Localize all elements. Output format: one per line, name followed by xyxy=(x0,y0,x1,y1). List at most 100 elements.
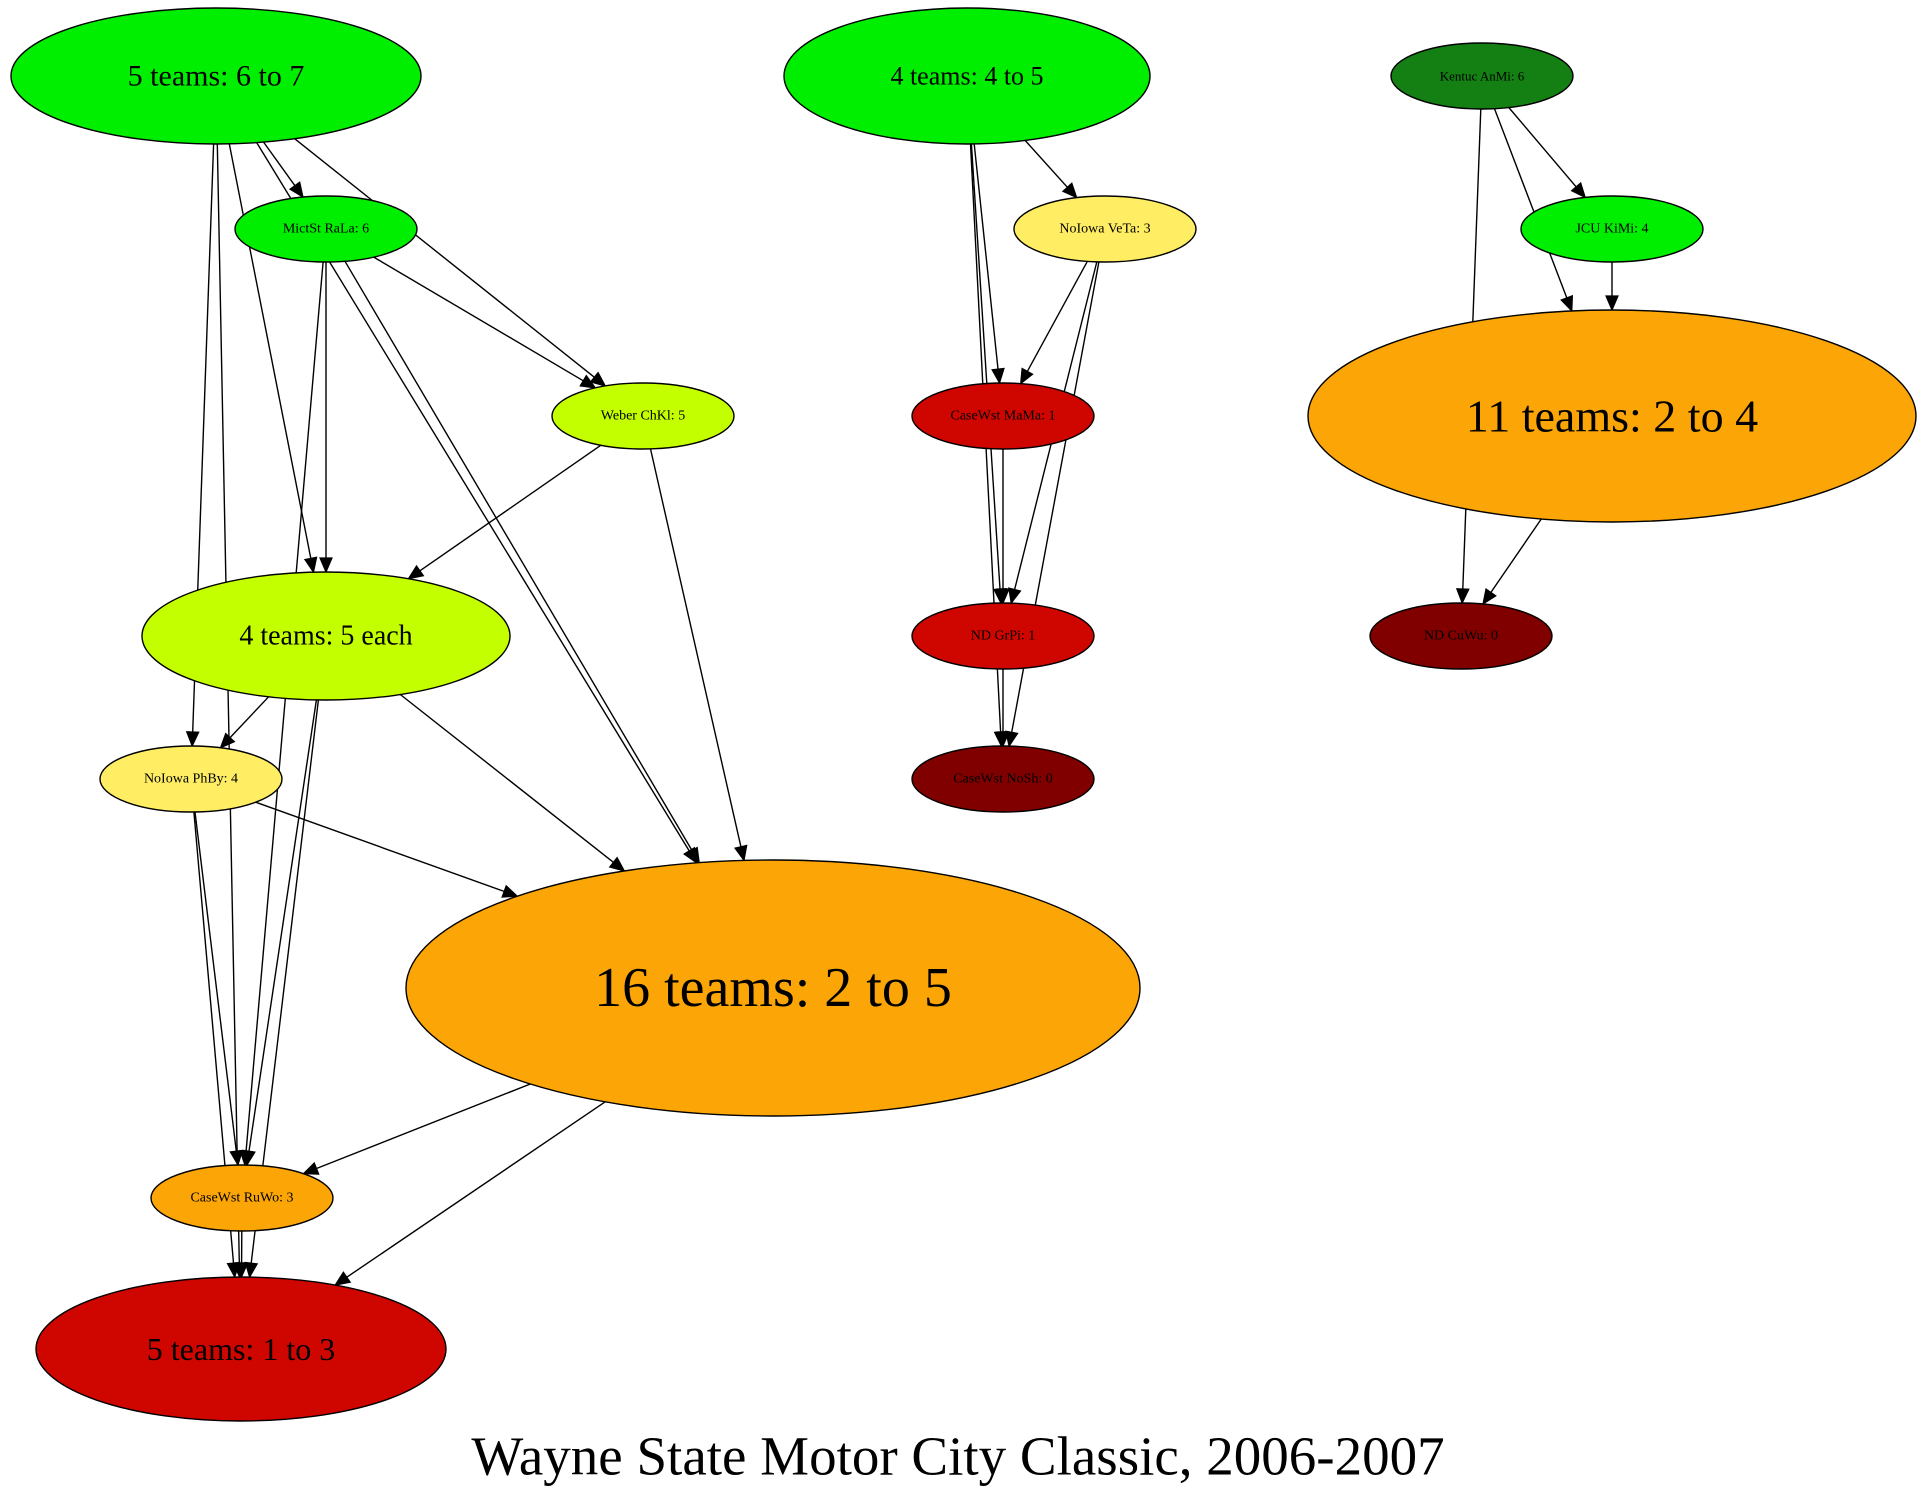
edge-line xyxy=(245,261,324,1152)
arrowhead-icon xyxy=(1570,181,1587,199)
node-ellipse xyxy=(783,7,1151,145)
edge-line xyxy=(316,1083,531,1170)
node-ellipse xyxy=(911,602,1095,670)
edge-line xyxy=(344,260,693,851)
node-label: JCU KiMi: 4 xyxy=(1575,222,1648,237)
arrowhead-icon xyxy=(1605,295,1619,312)
node-ellipse xyxy=(911,745,1095,813)
node-jcu: JCU KiMi: 4 xyxy=(1520,195,1704,263)
node-label: 5 teams: 6 to 7 xyxy=(128,60,305,93)
arrowhead-icon xyxy=(1482,587,1497,606)
node-label: 5 teams: 1 to 3 xyxy=(147,1331,335,1367)
edge-n5t67-to-mictst xyxy=(263,141,304,199)
node-label: Weber ChKl: 5 xyxy=(601,409,685,424)
node-caseruwo: CaseWst RuWo: 3 xyxy=(150,1164,334,1232)
node-ellipse xyxy=(911,382,1095,450)
node-n5t67: 5 teams: 6 to 7 xyxy=(10,7,422,145)
arrowhead-icon xyxy=(1455,588,1470,605)
arrowhead-icon xyxy=(996,588,1010,605)
edge-jcu-to-n11t24 xyxy=(1605,262,1619,312)
node-ellipse xyxy=(405,859,1141,1117)
edge-mictst-to-weber xyxy=(373,256,597,389)
node-ellipse xyxy=(1013,195,1197,263)
edge-mictst-to-n16t25 xyxy=(344,260,700,864)
node-ellipse xyxy=(234,195,418,263)
edge-n5t67-to-n4t5e xyxy=(228,143,318,574)
edge-n4t5e-to-n16t25 xyxy=(399,693,626,872)
edge-weber-to-n16t25 xyxy=(649,448,748,862)
node-label: CaseWst NoSh: 0 xyxy=(953,772,1053,787)
edge-line xyxy=(216,143,240,1264)
edge-n5t67-to-weber xyxy=(294,138,607,387)
edge-line xyxy=(346,1101,606,1278)
node-casenosh: CaseWst NoSh: 0 xyxy=(911,745,1095,813)
node-label: 11 teams: 2 to 4 xyxy=(1466,391,1758,442)
edge-mictst-to-n4t5e xyxy=(319,262,333,574)
arrowhead-icon xyxy=(234,1262,249,1279)
node-n4t5e: 4 teams: 5 each xyxy=(141,571,511,701)
edge-line xyxy=(263,141,296,187)
arrowhead-icon xyxy=(1560,294,1574,313)
edge-caseruwo-to-n5t13 xyxy=(234,1230,249,1279)
arrowhead-icon xyxy=(407,564,425,580)
arrowhead-icon xyxy=(608,856,626,872)
node-label: CaseWst RuWo: 3 xyxy=(190,1191,293,1206)
edge-n4t5e-to-caseruwo xyxy=(242,699,318,1167)
node-ellipse xyxy=(150,1164,334,1232)
edge-weber-to-n4t5e xyxy=(407,444,602,580)
edge-line xyxy=(248,699,318,1152)
edge-line xyxy=(970,143,1001,590)
edge-casemama-to-ndgrpi xyxy=(996,449,1010,605)
node-label: 16 teams: 2 to 5 xyxy=(594,957,952,1019)
arrowhead-icon xyxy=(229,1149,244,1167)
node-label: 4 teams: 5 each xyxy=(239,621,412,652)
arrowhead-icon xyxy=(1019,367,1034,385)
node-ellipse xyxy=(141,571,511,701)
node-ellipse xyxy=(1390,42,1574,110)
arrowhead-icon xyxy=(185,731,200,748)
node-ndgrpi: ND GrPi: 1 xyxy=(911,602,1095,670)
node-n11t24: 11 teams: 2 to 4 xyxy=(1307,309,1917,523)
edge-line xyxy=(1024,140,1068,188)
arrowhead-icon xyxy=(1005,730,1019,748)
node-label: NoIowa PhBy: 4 xyxy=(144,772,238,787)
node-n5t13: 5 teams: 1 to 3 xyxy=(35,1276,447,1422)
edge-line xyxy=(228,143,312,559)
arrowhead-icon xyxy=(579,374,597,389)
edge-line xyxy=(1508,107,1577,188)
node-label: ND CuWu: 0 xyxy=(1424,629,1498,644)
edge-ndgrpi-to-casenosh xyxy=(996,669,1010,748)
edge-n4t5e-to-noiowaphby xyxy=(219,696,270,749)
node-n4t45: 4 teams: 4 to 5 xyxy=(783,7,1151,145)
edge-n4t45-to-noiowaveta xyxy=(1024,140,1078,199)
edge-n16t25-to-n5t13 xyxy=(333,1101,606,1286)
node-n16t25: 16 teams: 2 to 5 xyxy=(405,859,1141,1117)
arrowhead-icon xyxy=(244,1261,259,1279)
graph-title: Wayne State Motor City Classic, 2006-200… xyxy=(471,1426,1444,1487)
arrowhead-icon xyxy=(685,846,700,864)
edge-line xyxy=(1493,108,1568,299)
node-ndcuwu: ND CuWu: 0 xyxy=(1369,602,1553,670)
arrowhead-icon xyxy=(589,371,607,387)
node-label: NoIowa VeTa: 3 xyxy=(1059,222,1150,237)
edge-line xyxy=(1026,261,1088,372)
node-ellipse xyxy=(35,1276,447,1422)
node-mictst: MictSt RaLa: 6 xyxy=(234,195,418,263)
arrowhead-icon xyxy=(733,844,748,862)
node-label: MictSt RaLa: 6 xyxy=(283,222,369,237)
edge-n4t45-to-casemama xyxy=(973,143,1005,385)
edge-line xyxy=(419,444,602,572)
edge-kentuc-to-n11t24 xyxy=(1493,108,1574,313)
node-ellipse xyxy=(99,745,283,813)
node-ellipse xyxy=(10,7,422,145)
edge-line xyxy=(373,256,584,382)
node-label: ND GrPi: 1 xyxy=(971,629,1036,644)
arrowhead-icon xyxy=(302,1161,320,1175)
arrowhead-icon xyxy=(303,556,318,574)
arrowhead-icon xyxy=(501,884,519,898)
arrowhead-icon xyxy=(1008,587,1022,605)
arrowhead-icon xyxy=(288,181,304,199)
node-ellipse xyxy=(1520,195,1704,263)
